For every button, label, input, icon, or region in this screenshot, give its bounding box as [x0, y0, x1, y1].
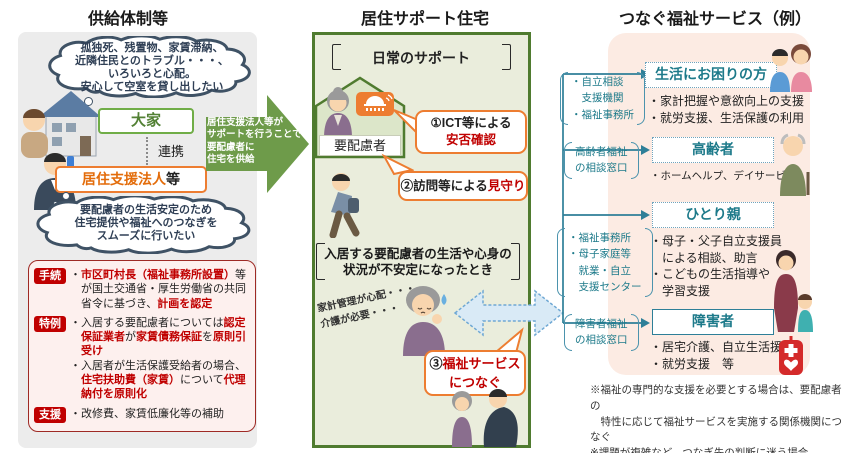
tag-exception: 特例 [34, 315, 66, 332]
info-row-support: 支援 ・改修費、家賃低廉化等の補助 [34, 406, 250, 423]
bracket-left [316, 243, 325, 280]
help-mark-icon [779, 336, 803, 375]
callout-ict-line1: ①ICT等による安否確認 [430, 116, 512, 147]
daily-support-title: 日常のサポート [372, 50, 470, 66]
bubble-tail-dot [84, 97, 93, 106]
supply-arrow [206, 95, 309, 193]
callout-visit: ②訪問等による見守り [398, 171, 528, 201]
thought-bubble-org [34, 196, 258, 254]
link-label: 連携 [158, 144, 185, 159]
paren-left [564, 142, 572, 179]
category-disabled: 障害者 [652, 309, 774, 335]
resident-woman-icon [324, 87, 352, 138]
category-life-trouble: 生活にお困りの方 [645, 62, 777, 88]
callout-connect-text: ③福祉サービスにつなぐ [429, 356, 521, 390]
source-text-group1: ・自立相談 支援機関・福祉事務所 [571, 76, 634, 121]
bullets-life-trouble: ・家計把握や意欲向上の支援・就労支援、生活保護の利用 [648, 94, 805, 125]
source-label-group3: ・福祉事務所・母子家庭等 就業・自立 支援センター [557, 228, 653, 298]
bullets-elderly: ・ホームヘルプ、デイサービス [650, 170, 797, 182]
source-label-group2: 高齢者福祉の相談窓口 [564, 142, 639, 179]
bullets-single-parent: ・母子・父子自立支援員 による相談、助言・こどもの生活指導や 学習支援 [650, 234, 783, 298]
ceiling-light-icon [364, 94, 393, 111]
couple-icon [770, 44, 812, 92]
source-label-group4: 障害者福祉の相談窓口 [564, 314, 639, 351]
exception-text: ・入居する要配慮者については認定保証業者が家賃債務保証を原則引受け・入居者が生活… [70, 316, 246, 401]
paren-right [630, 142, 639, 179]
source-text-group2: 高齢者福祉の相談窓口 [575, 146, 628, 175]
support-text: ・改修費、家賃低廉化等の補助 [70, 407, 224, 420]
bracket-right [511, 243, 520, 280]
visitor-walking-icon [329, 173, 360, 238]
source-text-group3: ・福祉事務所・母子家庭等 就業・自立 支援センター [568, 232, 642, 293]
support-org-label-box: 居住支援法人等 [55, 166, 207, 193]
bullets-disabled: ・居宅介護、自立生活援助・就労支援 等 [650, 340, 795, 371]
paren-right [630, 314, 639, 351]
landlord-label-box: 大家 [98, 108, 194, 134]
unstable-situation-text: 入居する要配慮者の生活や心身の状況が不安定になったとき [324, 247, 512, 278]
consultation-pair-icon [452, 389, 518, 447]
callout-connect: ③福祉サービスにつなぐ [424, 350, 526, 396]
elderly-man-icon [780, 133, 810, 196]
bracket-right [502, 44, 511, 70]
info-row-procedure: 手続 ・市区町村長（福祉事務所設置）等が国土交通省・厚生労働省の共同省令に基づき… [34, 268, 250, 311]
ict-sensor-box [356, 92, 394, 116]
landlord-worries-text: 孤独死、残置物、家賃滞納、近隣住民とのトラブル・・・、いろいろと心配。安心して空… [75, 42, 229, 93]
source-text-group4: 障害者福祉の相談窓口 [575, 318, 628, 347]
landlord-house-icon [21, 91, 100, 158]
tag-procedure: 手続 [34, 268, 66, 284]
link-dotted-line [146, 137, 148, 165]
callout-visit-line: ②訪問等による見守り [400, 179, 526, 193]
paren-left [564, 314, 572, 351]
resident-label: 要配慮者 [319, 135, 401, 156]
worried-woman-icon [403, 286, 447, 356]
header-services: つなぐ福祉サービス（例） [618, 11, 811, 28]
header-housing: 居住サポート住宅 [360, 11, 489, 28]
bracket-left [332, 44, 341, 70]
thought-bubble-landlord [46, 36, 258, 98]
callout-ict: ①ICT等による安否確認 [415, 110, 527, 154]
category-elderly: 高齢者 [652, 137, 774, 163]
category-single-parent: ひとり親 [652, 202, 774, 228]
tag-support: 支援 [34, 406, 66, 423]
procedure-text: ・市区町村長（福祉事務所設置）等が国土交通省・厚生労働省の共同省令に基づき、計画… [70, 269, 246, 310]
org-wish-text: 要配慮者の生活安定のため住宅提供や福祉へのつなぎをスムーズに行いたい [74, 204, 218, 242]
supply-arrow-text: 居住支援法人等がサポートを行うことで要配慮者に住宅を供給 [207, 117, 302, 166]
footnotes: ※福祉の専門的な支援を必要とする場合は、要配慮者の 特性に応じて福祉サービスを実… [590, 384, 842, 453]
mother-child-icon [774, 250, 813, 332]
paren-right [637, 72, 645, 125]
paren-left [560, 72, 568, 125]
paren-left [557, 228, 565, 298]
info-row-exception: 特例 ・入居する要配慮者については認定保証業者が家賃債務保証を原則引受け・入居者… [34, 315, 250, 402]
source-label-group1: ・自立相談 支援機関・福祉事務所 [560, 72, 645, 125]
bubble-tail-dot [62, 192, 70, 200]
header-supply: 供給体制等 [87, 11, 168, 28]
procedure-info-box: 手続 ・市区町村長（福祉事務所設置）等が国土交通省・厚生労働省の共同省令に基づき… [28, 260, 256, 432]
